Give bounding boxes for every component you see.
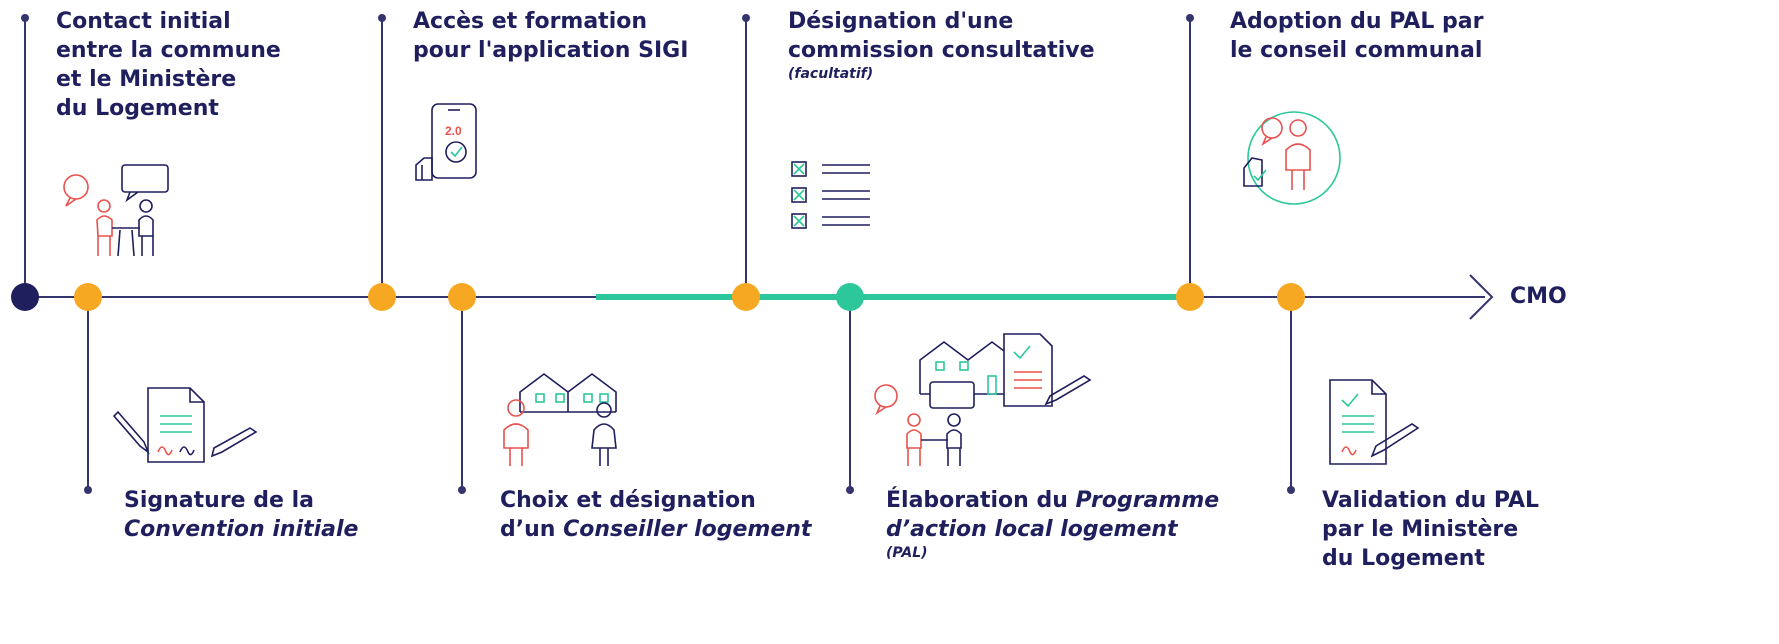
milestone-start-marker [11, 283, 39, 311]
milestone-label-adoption: Adoption du PAL par le conseil communal [1230, 7, 1483, 65]
connector-bottom-dots [84, 486, 1295, 494]
label-fragment: Élaboration du [886, 488, 1076, 513]
phone-app-icon [415, 103, 477, 181]
milestone-marker-commission [732, 283, 760, 311]
milestone-label-validation: Validation du PAL par le Ministère du Lo… [1322, 486, 1539, 573]
milestone-marker-signature [74, 283, 102, 311]
label-line: Accès et formation [413, 9, 648, 34]
label-line: et le Ministère [56, 67, 237, 92]
people-houses-icon [503, 373, 617, 466]
milestone-label-conseiller: Choix et désignation d’un Conseiller log… [500, 486, 811, 544]
milestone-marker-validation [1277, 283, 1305, 311]
label-line: pour l'application SIGI [413, 38, 689, 63]
connectors-bottom [87, 297, 1292, 490]
label-line: Élaboration du Programme [886, 486, 1219, 515]
milestone-label-pal: Élaboration du Programme d’action local … [886, 486, 1219, 562]
milestone-marker-pal [836, 283, 864, 311]
label-fragment: Programme [1075, 488, 1220, 513]
app-version-label: 2.0 [445, 124, 462, 138]
axis-end-label: CMO [1510, 284, 1567, 309]
approval-icon [1243, 111, 1341, 205]
label-line: par le Ministère [1322, 517, 1519, 542]
milestone-marker-conseiller [448, 283, 476, 311]
label-line: d’un Conseiller logement [500, 515, 811, 544]
connector-top-dots [21, 14, 1194, 22]
label-line: commission consultative [788, 38, 1095, 63]
label-line: Adoption du PAL par [1230, 9, 1484, 34]
label-line: Choix et désignation [500, 488, 756, 513]
checklist-icon [791, 161, 870, 229]
label-line: Signature de la [124, 488, 314, 513]
connectors-top [24, 18, 1191, 297]
planning-meeting-icon [874, 333, 1092, 466]
label-line: Convention initiale [124, 517, 359, 542]
milestone-marker-adoption [1176, 283, 1204, 311]
label-fragment: Conseiller logement [563, 517, 812, 542]
label-line: le conseil communal [1230, 38, 1483, 63]
milestone-marker-sigi [368, 283, 396, 311]
validated-document-icon [1329, 379, 1420, 465]
label-line: Validation du PAL [1322, 488, 1540, 513]
label-line: d’action local logement [886, 517, 1178, 542]
meeting-icon [63, 164, 169, 257]
milestone-label-sigi: Accès et formation pour l'application SI… [413, 7, 688, 65]
contract-signing-icon [112, 387, 258, 463]
milestone-label-commission: Désignation d'une commission consultativ… [788, 7, 1095, 83]
label-note: (facultatif) [788, 66, 874, 82]
label-fragment: d’un [500, 517, 564, 542]
label-line: Contact initial [56, 9, 231, 34]
label-line: Désignation d'une [788, 9, 1014, 34]
label-line: du Logement [56, 96, 219, 121]
axis-arrowhead-icon [1469, 274, 1494, 320]
milestone-label-signature: Signature de la Convention initiale [124, 486, 358, 544]
label-line: du Logement [1322, 546, 1485, 571]
label-note: (PAL) [886, 545, 928, 561]
milestone-label-contact: Contact initial entre la commune et le M… [56, 7, 281, 123]
label-line: entre la commune [56, 38, 281, 63]
